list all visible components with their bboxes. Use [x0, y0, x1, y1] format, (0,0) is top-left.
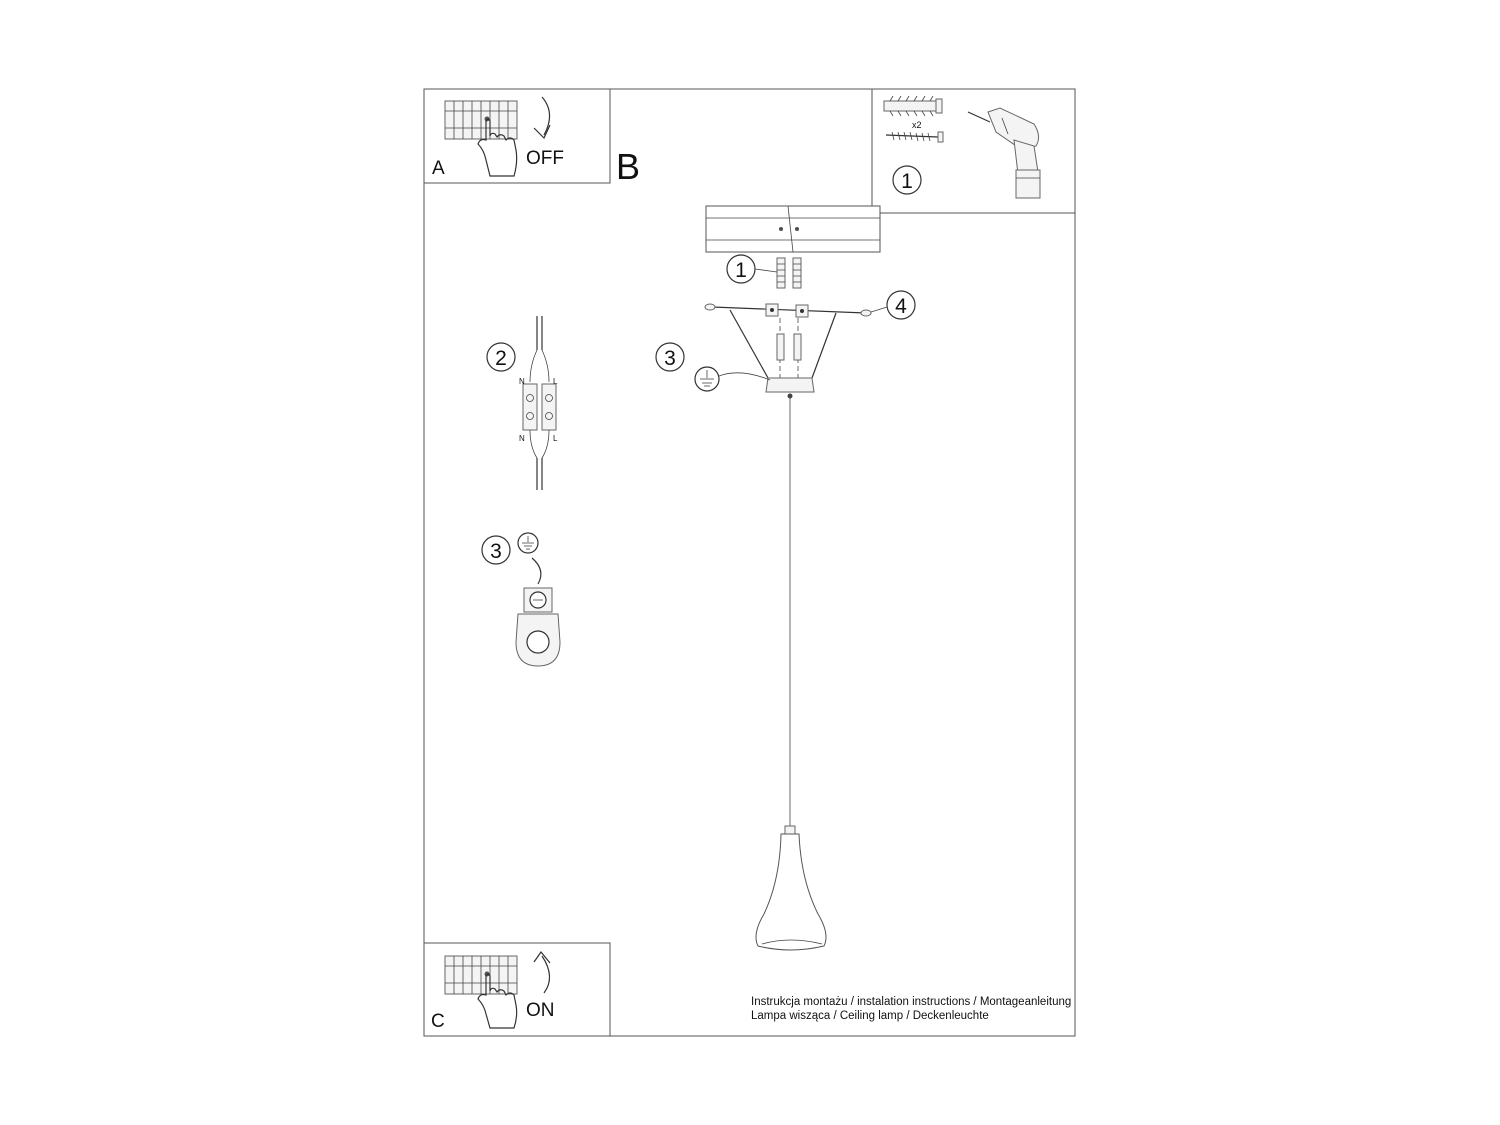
panel-a: A OFF: [423, 88, 611, 184]
curved-arrow-icon: [533, 951, 551, 994]
wiring-callout-circle: [486, 342, 516, 372]
panel-c: C ON: [423, 942, 611, 1037]
screws-callout-circle: [886, 290, 916, 320]
step-a-letter: A: [432, 158, 445, 179]
ceiling-mount-assembly: 1 4 3: [655, 205, 916, 399]
wire-live-top: L: [553, 377, 558, 386]
wire-neutral-top: N: [519, 377, 525, 386]
step-b-letter: B: [616, 146, 640, 187]
footer-line-2: Lampa wisząca / Ceiling lamp / Deckenleu…: [751, 1010, 989, 1022]
wire-neutral-bottom: N: [519, 434, 525, 443]
screw-icon: [885, 131, 944, 143]
ground-detail: 3: [481, 532, 561, 667]
step-c-label: ON: [526, 1000, 555, 1021]
step-a-label: OFF: [526, 148, 564, 169]
hand-icon: [477, 973, 518, 1029]
drill-icon: [967, 107, 1041, 199]
footer-line-1: Instrukcja montażu / instalation instruc…: [751, 996, 1071, 1008]
wall-plug-icon: [776, 257, 802, 289]
tools-panel: x2 1: [871, 88, 1076, 214]
circuit-breaker-icon: [444, 100, 518, 140]
ground-main-callout: 3: [664, 347, 676, 370]
ground-detail-callout: 3: [490, 540, 502, 563]
lamp-shade: [755, 833, 827, 951]
hand-icon: [477, 118, 518, 177]
curved-arrow-icon: [533, 96, 551, 140]
screws-callout: 4: [895, 295, 907, 318]
wiring-callout: 2: [495, 347, 507, 370]
wall-plug-icon: [883, 95, 943, 117]
circuit-breaker-icon: [444, 955, 518, 995]
dowels-callout: 1: [735, 259, 747, 282]
tools-callout-circle: [892, 165, 922, 195]
ceiling-block: [705, 205, 881, 253]
wire-live-bottom: L: [553, 434, 558, 443]
step-c-letter: C: [431, 1011, 445, 1032]
pendant-lamp: [755, 398, 827, 951]
dowel-count: x2: [912, 120, 922, 130]
canopy: [729, 309, 837, 399]
ground-symbol-icon: [694, 366, 720, 392]
tools-callout: 1: [901, 170, 913, 193]
screw-icon: [704, 303, 872, 317]
wiring-detail: 2 N L N L: [486, 316, 558, 490]
ground-detail-callout-circle: [481, 535, 511, 565]
drill-axis-lines: [776, 318, 802, 378]
ground-symbol-icon: [517, 532, 539, 554]
ground-main-callout-circle: [655, 342, 685, 372]
mounting-bracket: [711, 303, 867, 318]
